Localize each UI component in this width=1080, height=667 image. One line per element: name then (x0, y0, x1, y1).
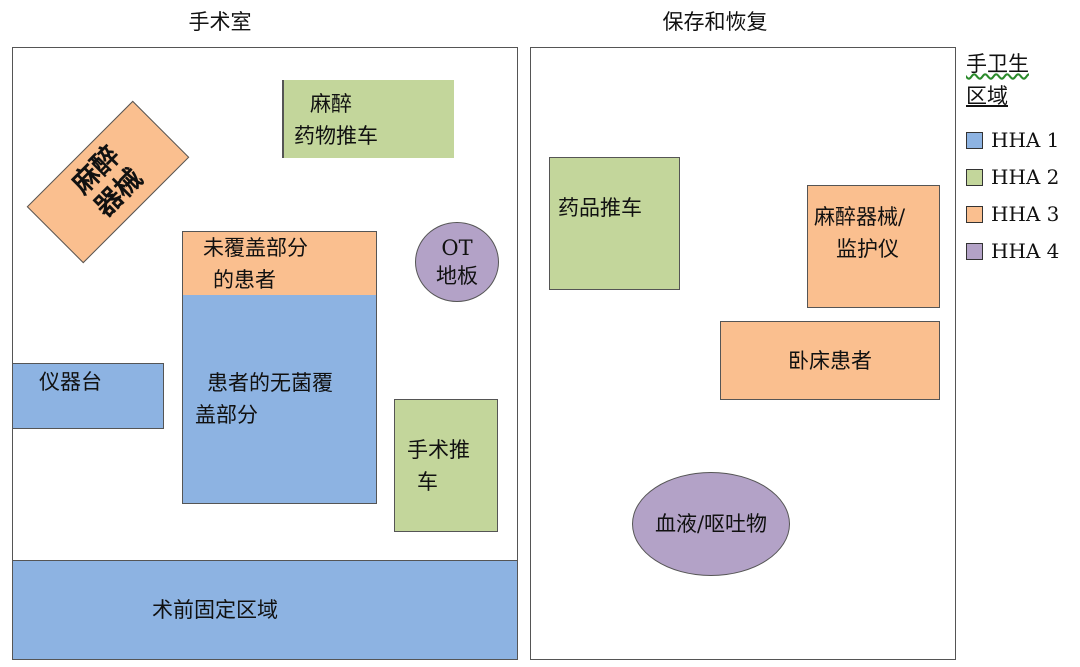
swatch-icon (966, 205, 983, 223)
swatch-icon (966, 242, 983, 260)
uncovered-patient: 未覆盖部分 的患者 (182, 231, 377, 296)
swatch-icon (966, 168, 983, 186)
label-line: 监护仪 (836, 237, 899, 261)
label-line: 麻醉器械/ (814, 205, 906, 229)
label-line: 的患者 (213, 268, 276, 292)
label-line: 药物推车 (294, 124, 378, 148)
anesthesia-monitor: 麻醉器械/ 监护仪 (807, 185, 940, 308)
label-line: 未覆盖部分 (203, 236, 308, 260)
legend-item: HHA 3 (966, 194, 1059, 234)
bed-patient: 卧床患者 (720, 321, 940, 400)
legend-item: HHA 2 (966, 157, 1059, 197)
label-line: 麻醉 (310, 92, 352, 116)
label-line: 车 (417, 470, 438, 494)
label-line: OT (441, 236, 473, 260)
label-line: 患者的无菌覆 (207, 371, 333, 395)
ot-floor: OT 地板 (415, 222, 499, 302)
swatch-icon (966, 131, 983, 149)
legend-item: HHA 1 (966, 120, 1059, 160)
preop-area: 术前固定区域 (12, 560, 518, 660)
legend-item: HHA 4 (966, 231, 1059, 271)
label-line: 地板 (436, 264, 478, 288)
medicine-cart: 药品推车 (549, 157, 680, 290)
legend: 手卫生 区域 HHA 1 HHA 2 HHA 3 HHA 4 (966, 44, 1059, 271)
label-line: 手术推 (407, 438, 470, 462)
instrument-table: 仪器台 (12, 363, 164, 429)
legend-label: HHA 4 (991, 239, 1060, 263)
sterile-covered-patient: 患者的无菌覆 盖部分 (182, 295, 377, 504)
legend-title: 手卫生 (966, 52, 1029, 76)
blood-vomit: 血液/呕吐物 (632, 472, 790, 576)
anesthesia-drug-cart: 麻醉 药物推车 (282, 80, 454, 158)
label-line: 盖部分 (195, 403, 258, 427)
legend-label: HHA 3 (991, 202, 1060, 226)
legend-label: HHA 2 (991, 165, 1060, 189)
operating-room-title: 手术室 (188, 10, 252, 34)
legend-label: HHA 1 (991, 128, 1060, 152)
surgical-cart: 手术推 车 (394, 399, 498, 532)
recovery-room (530, 47, 956, 660)
legend-title: 区域 (966, 84, 1008, 108)
recovery-room-title: 保存和恢复 (662, 10, 768, 34)
